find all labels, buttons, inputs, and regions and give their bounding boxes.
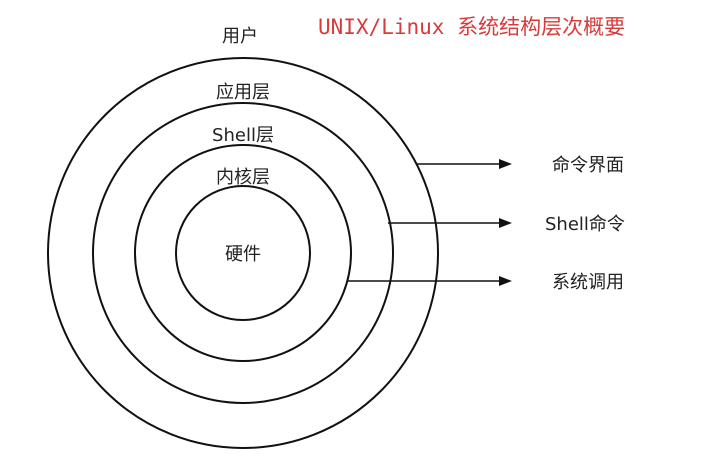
layer-label-kernel: 内核层 xyxy=(216,167,270,188)
arrow-head-system-call xyxy=(499,276,512,286)
interface-label-system-call: 系统调用 xyxy=(552,272,624,293)
layer-label-shell: Shell层 xyxy=(212,125,274,146)
outer-label-user: 用户 xyxy=(222,26,258,47)
ring-shell-layer xyxy=(92,102,394,404)
layer-label-hardware: 硬件 xyxy=(225,244,261,265)
ring-application-layer xyxy=(47,57,439,449)
diagram-title: UNIX/Linux 系统结构层次概要 xyxy=(318,15,625,39)
ring-kernel-layer xyxy=(134,144,352,362)
arrow-head-command-interface xyxy=(499,159,512,169)
layer-label-application: 应用层 xyxy=(216,82,270,103)
interface-label-command-interface: 命令界面 xyxy=(552,155,624,176)
ring-hardware xyxy=(175,185,311,321)
interface-label-shell-command: Shell命令 xyxy=(545,214,625,235)
arrow-head-shell-command xyxy=(499,218,512,228)
